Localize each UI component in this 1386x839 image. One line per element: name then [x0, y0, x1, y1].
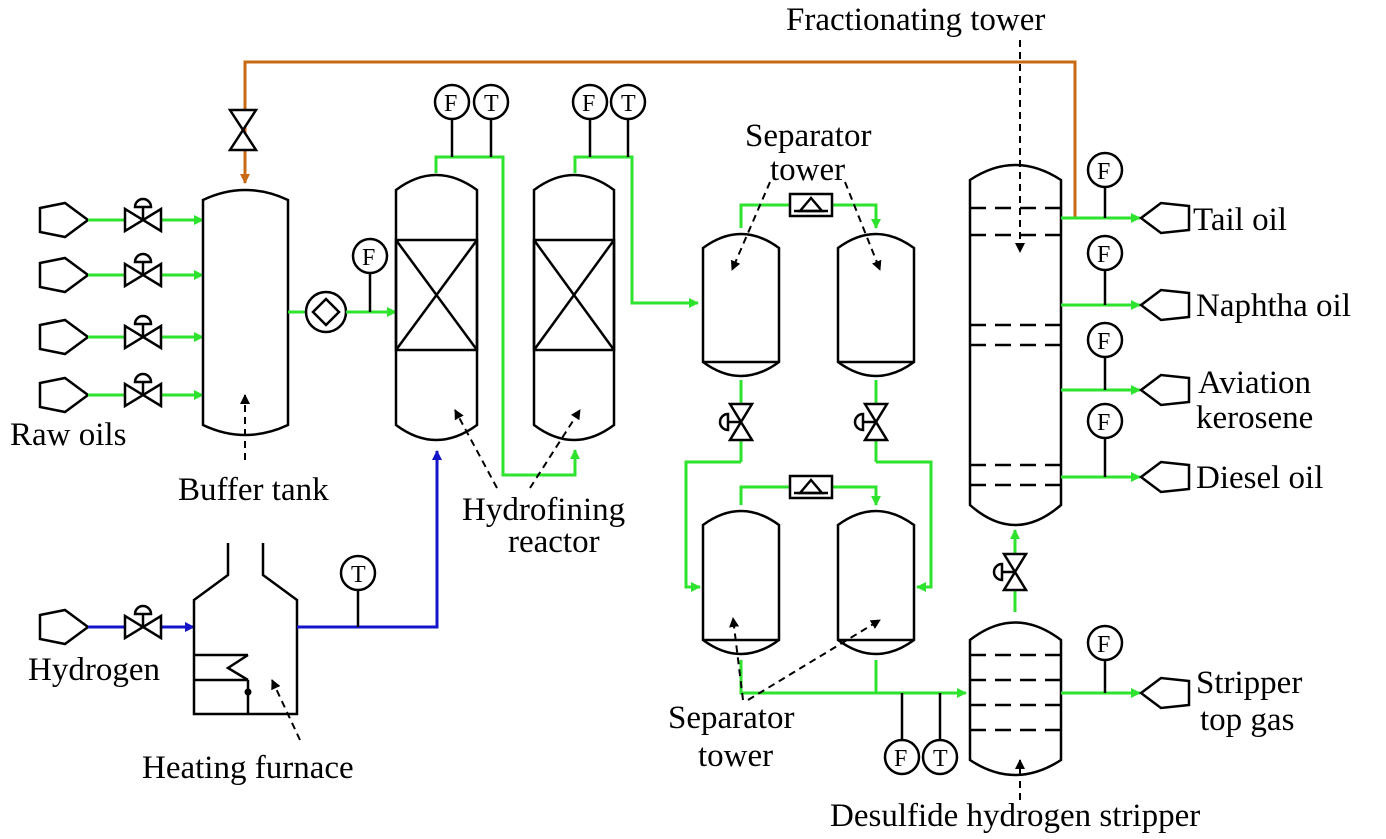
svg-text:T: T: [484, 91, 499, 117]
svg-text:F: F: [1097, 329, 1110, 355]
hydrofining-reactor-label-2: reactor: [508, 524, 600, 560]
raw-oil-valve-2[interactable]: [123, 252, 163, 289]
separator-valve-right[interactable]: [853, 402, 890, 442]
recycle-line: [240, 60, 1077, 218]
flow-meter-icon: F: [1086, 321, 1124, 359]
flow-meter-icon: F: [433, 83, 471, 121]
hydrofining-reactor-label-1: Hydrofining: [462, 492, 625, 528]
separator-tower-top-right[interactable]: [836, 232, 916, 378]
hydrofining-reactor-2[interactable]: [532, 173, 616, 442]
separator-tower-top-left[interactable]: [701, 232, 781, 378]
pentagon-source-icon: [38, 376, 91, 414]
raw-oil-valve-1[interactable]: [123, 197, 163, 234]
temperature-sensor-icon: T: [921, 738, 959, 776]
separator-tower-top-label-2: tower: [770, 152, 845, 188]
naphtha-oil-label: Naphtha oil: [1196, 288, 1351, 324]
pentagon-source-icon: [1138, 373, 1191, 407]
pentagon-source-icon: [1138, 288, 1191, 322]
aviation-kerosene-label-1: Aviation: [1198, 365, 1311, 401]
desulfide-hydrogen-stripper[interactable]: [968, 621, 1063, 777]
separator-tower-bottom-label-2: tower: [698, 738, 773, 774]
pentagon-source-icon: [1138, 201, 1191, 235]
diesel-oil-label: Diesel oil: [1196, 460, 1323, 496]
heat-exchanger-icon: [788, 192, 834, 218]
svg-text:F: F: [362, 245, 375, 271]
separator-tower-bottom-left[interactable]: [701, 509, 781, 656]
hydrogen-label: Hydrogen: [28, 652, 160, 688]
heating-furnace-label: Heating furnace: [142, 750, 354, 786]
svg-text:T: T: [933, 746, 948, 772]
pentagon-source-icon: [1138, 460, 1191, 494]
temperature-sensor-icon: T: [339, 554, 377, 592]
svg-text:T: T: [621, 91, 636, 117]
svg-text:F: F: [1097, 632, 1110, 658]
fractionating-tower[interactable]: [968, 163, 1063, 527]
pentagon-source-icon: [38, 256, 91, 294]
temperature-sensor-icon: T: [472, 83, 510, 121]
separator-tower-bottom-label-1: Separator: [668, 700, 794, 736]
svg-text:F: F: [894, 746, 907, 772]
hydrofining-reactor-1[interactable]: [394, 173, 479, 442]
separator-tower-bottom-right[interactable]: [836, 509, 916, 656]
raw-oil-valve-4[interactable]: [123, 372, 163, 409]
separator-valve-left[interactable]: [718, 402, 755, 442]
svg-text:F: F: [1097, 159, 1110, 185]
flow-meter-icon: F: [1086, 402, 1124, 440]
heat-exchanger-icon: [788, 474, 834, 500]
flow-meter-icon: F: [351, 237, 389, 275]
hydrogen-valve[interactable]: [123, 604, 163, 641]
raw-oils-label: Raw oils: [10, 417, 126, 453]
svg-text:F: F: [1097, 242, 1110, 268]
svg-text:F: F: [444, 91, 457, 117]
stripper-valve[interactable]: [992, 552, 1029, 592]
fractionating-tower-label: Fractionating tower: [786, 2, 1045, 38]
buffer-tank[interactable]: [201, 188, 290, 437]
stripper-top-gas-label-1: Stripper: [1196, 665, 1302, 701]
desulfide-hydrogen-stripper-label: Desulfide hydrogen stripper: [830, 798, 1200, 834]
raw-oil-feeds: [38, 201, 204, 414]
svg-text:F: F: [582, 91, 595, 117]
separator-tower-top-label-1: Separator: [745, 118, 871, 154]
pentagon-source-icon: [38, 318, 91, 356]
pentagon-source-icon: [38, 608, 91, 646]
pentagon-source-icon: [38, 201, 91, 239]
pentagon-source-icon: [1138, 676, 1191, 710]
flow-meter-icon: F: [1086, 151, 1124, 189]
stripper-top-gas-label-2: top gas: [1200, 702, 1294, 738]
raw-oil-valve-3[interactable]: [123, 314, 163, 351]
flow-meter-icon: F: [1086, 234, 1124, 272]
aviation-kerosene-label-2: kerosene: [1196, 400, 1313, 436]
temperature-sensor-icon: T: [609, 83, 647, 121]
flow-meter-icon: F: [571, 83, 609, 121]
svg-text:F: F: [1097, 410, 1110, 436]
pump-icon[interactable]: [304, 290, 348, 334]
flow-meter-icon: F: [883, 738, 921, 776]
buffer-tank-label: Buffer tank: [178, 472, 329, 508]
heating-furnace[interactable]: [192, 543, 299, 716]
svg-text:T: T: [351, 562, 366, 588]
tail-oil-label: Tail oil: [1193, 202, 1287, 238]
recycle-valve[interactable]: [227, 108, 259, 152]
flow-meter-icon: F: [1086, 624, 1124, 662]
